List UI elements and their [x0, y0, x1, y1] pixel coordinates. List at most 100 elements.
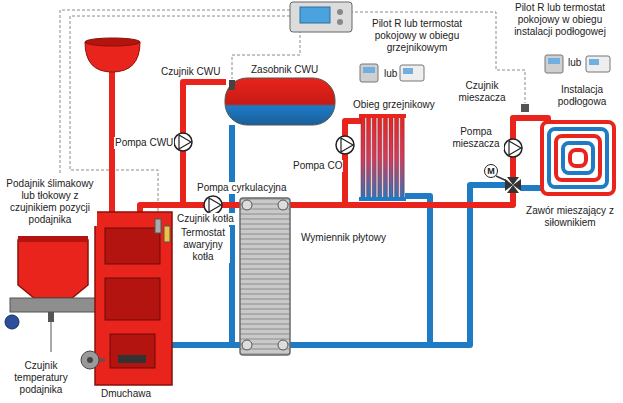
room-thermostat: [586, 56, 610, 72]
supply-pipe: [140, 193, 513, 212]
pump-symbol: [336, 136, 354, 154]
control-wire: [350, 12, 525, 103]
boiler: [95, 212, 172, 385]
pump-symbol: [504, 139, 522, 157]
blower-fan: [81, 351, 99, 369]
blower-fan: [87, 357, 93, 363]
supply-pipe: [112, 72, 548, 212]
plate-heat-exchanger: [240, 198, 290, 355]
room-thermostat: [548, 58, 560, 64]
boiler: [105, 278, 160, 320]
label-text: Obieg grzejnikowy: [352, 99, 436, 111]
hot-water-tank: [225, 78, 335, 125]
fuel-hopper: [51, 322, 52, 352]
hot-water-tank: [229, 80, 235, 90]
controller: [337, 9, 343, 15]
return-pipe: [405, 196, 430, 345]
floor-heating-loop: [556, 136, 600, 180]
room-thermostat: [400, 65, 424, 81]
expansion-vessel: [85, 38, 140, 46]
label-text: Zawór mieszający z siłownikiem: [520, 205, 620, 229]
plate-heat-exchanger: [242, 340, 252, 350]
return-pipe: [521, 185, 541, 191]
mixing-valve: [507, 177, 519, 193]
pump-symbol: [179, 135, 191, 149]
pump-symbol: [509, 141, 521, 155]
plate-heat-exchanger: [278, 200, 288, 210]
label-text: Wymiennik płytowy: [300, 232, 387, 244]
plate-heat-exchanger: [240, 198, 290, 355]
room-thermostat: [363, 67, 375, 73]
label-text: Zasobnik CWU: [250, 64, 319, 76]
boiler: [110, 334, 155, 368]
mixer-sensor: [521, 104, 529, 112]
radiator: [367, 115, 371, 200]
return-pipe: [172, 185, 505, 345]
label-text: Pompa mieszacza: [448, 126, 504, 150]
label-text: Dmuchawa: [100, 388, 152, 400]
room-thermostat: [589, 59, 599, 65]
radiator: [389, 115, 393, 200]
pump-symbol: [341, 138, 353, 152]
pump-symbol: [336, 136, 354, 154]
expansion-vessel: [85, 38, 140, 72]
floor-heating-loop: [570, 150, 586, 166]
label-text: Pilot R lub termostat pokojowy w obiegu …: [360, 18, 474, 54]
blower-fan: [99, 359, 105, 362]
mixing-valve: [496, 176, 507, 181]
pump-symbol: [204, 196, 222, 214]
plate-heat-exchanger: [242, 200, 252, 210]
fuel-hopper: [10, 298, 96, 312]
boiler: [105, 228, 160, 264]
mixer-sensor: [521, 104, 529, 112]
fuel-hopper: [18, 236, 88, 242]
pump-symbol: [504, 139, 522, 157]
label-text: lub: [567, 57, 582, 69]
supply-pipe: [345, 121, 362, 205]
radiator: [359, 197, 406, 201]
room-thermostat: [360, 55, 610, 82]
pump-symbol: [204, 196, 222, 214]
controller: [290, 2, 352, 32]
fuel-hopper: [18, 240, 88, 298]
label-text: Pompa cyrkulacyjna: [196, 182, 287, 194]
pump-symbol: [174, 133, 192, 151]
label-text: Czujnik CWU: [160, 66, 221, 78]
label-text: Termostat awaryjny kotła: [176, 227, 230, 263]
label-text: Czujnik mieszacza: [452, 80, 512, 104]
radiator: [359, 114, 406, 118]
radiator: [372, 115, 376, 200]
pump-symbol: [209, 198, 221, 212]
hot-water-tank: [225, 78, 335, 125]
radiator: [400, 115, 404, 200]
control-wire: [60, 10, 525, 219]
return-pipe: [172, 125, 541, 345]
node-text: M: [487, 166, 495, 176]
radiator: [359, 114, 406, 201]
floor-heating-loop: [542, 122, 614, 194]
room-thermostat: [360, 64, 378, 82]
actuator-circle: M: [484, 164, 498, 178]
label-text: lub: [383, 68, 398, 80]
controller: [337, 19, 343, 25]
plate-heat-exchanger: [278, 340, 288, 350]
label-text: Pompa CWU: [114, 137, 174, 149]
room-thermostat: [403, 68, 413, 74]
radiator: [395, 115, 399, 200]
radiator: [383, 115, 387, 200]
label-text: Podajnik ślimakowy lub tłokowy z czujnik…: [3, 178, 97, 226]
boiler: [155, 219, 161, 233]
controller: [300, 7, 330, 23]
room-thermostat: [545, 55, 563, 73]
label-text: Pilot R lub termostat pokojowy w obiegu …: [500, 2, 620, 38]
pump-symbol: [174, 133, 192, 151]
radiator: [378, 115, 382, 200]
fuel-hopper: [5, 315, 19, 329]
blower-fan: [81, 351, 105, 369]
boiler: [118, 355, 146, 363]
label-text: Czujnik kotła: [176, 213, 235, 225]
floor-heating-loop: [542, 122, 614, 194]
floor-heating-loop: [549, 129, 607, 187]
fuel-hopper: [48, 312, 54, 322]
